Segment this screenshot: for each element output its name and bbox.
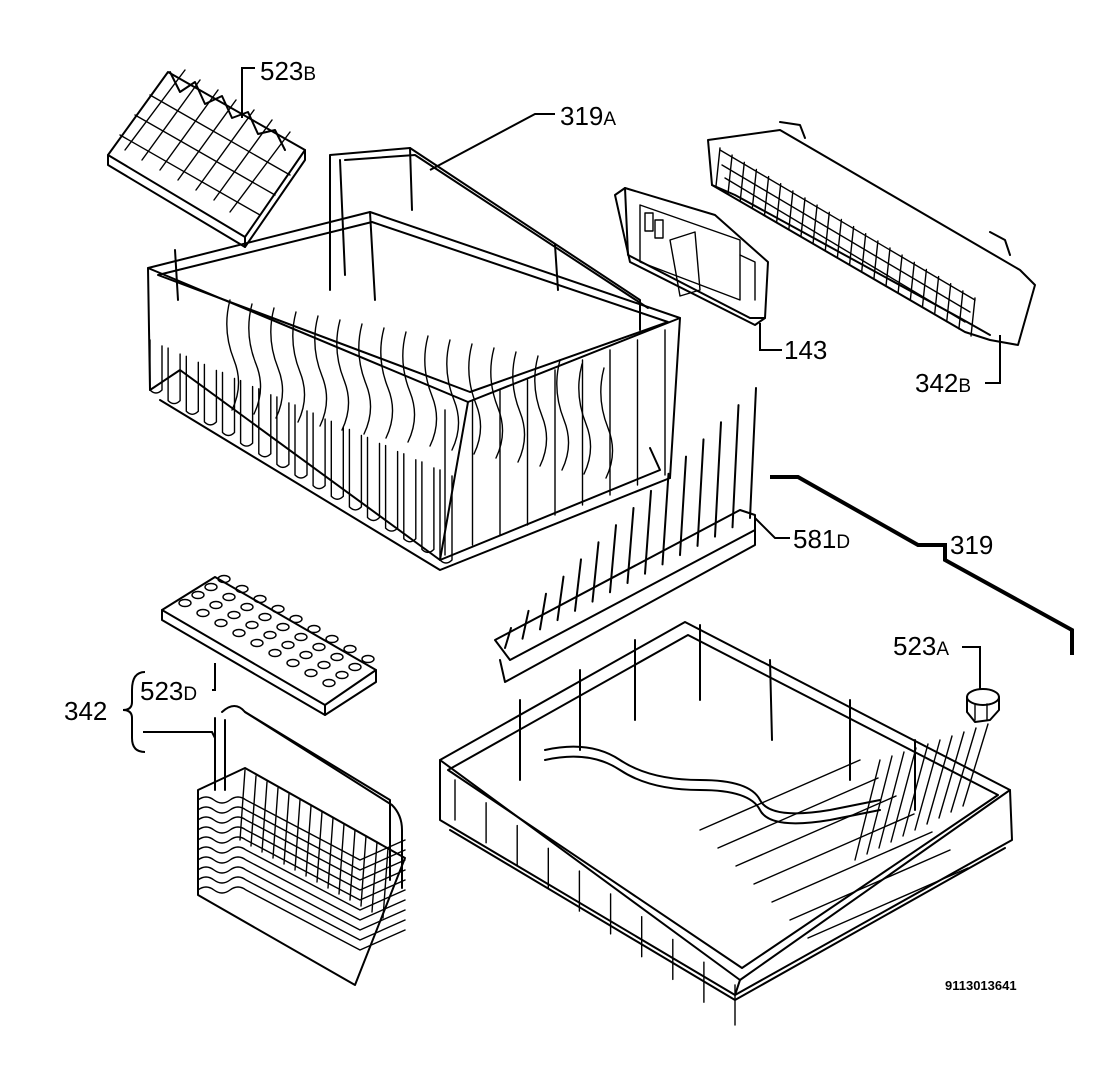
label-319a: 319A bbox=[560, 101, 616, 131]
leader-581d bbox=[754, 517, 790, 539]
leader-342 bbox=[143, 731, 216, 739]
label-319: 319 bbox=[950, 530, 993, 560]
leader-143 bbox=[759, 323, 782, 351]
leader-523a bbox=[962, 646, 981, 690]
leader-319 bbox=[770, 475, 1074, 655]
label-523a: 523A bbox=[893, 631, 949, 661]
label-581d: 581D bbox=[793, 524, 850, 554]
leader-342b bbox=[985, 335, 1001, 384]
label-143: 143 bbox=[784, 335, 827, 365]
brace-342 bbox=[122, 671, 146, 753]
part-523b-cup-rack bbox=[107, 69, 306, 248]
part-143-bracket bbox=[614, 187, 769, 326]
part-581d-tine-rack bbox=[494, 387, 757, 683]
part-523a-clip bbox=[966, 688, 1000, 723]
label-342: 342 bbox=[64, 696, 107, 726]
leader-319a bbox=[429, 113, 555, 171]
part-319a-upper-basket bbox=[147, 147, 681, 571]
label-523b: 523B bbox=[260, 56, 316, 86]
part-523d-cutlery-grid bbox=[161, 574, 377, 716]
part-319-lower-basket bbox=[439, 621, 1013, 1026]
label-342b: 342B bbox=[915, 368, 971, 398]
callout-labels: 523B 319A 143 342B 581D 319 523A 342 523… bbox=[64, 56, 1017, 993]
label-523d: 523D bbox=[140, 676, 197, 706]
leader-523d bbox=[212, 663, 216, 691]
leader-523b bbox=[241, 67, 255, 118]
reference-number: 9113013641 bbox=[945, 978, 1017, 993]
leader-lines bbox=[122, 67, 1074, 753]
part-342b-cutlery-tray bbox=[707, 121, 1036, 346]
part-342-cutlery-basket bbox=[197, 705, 406, 986]
